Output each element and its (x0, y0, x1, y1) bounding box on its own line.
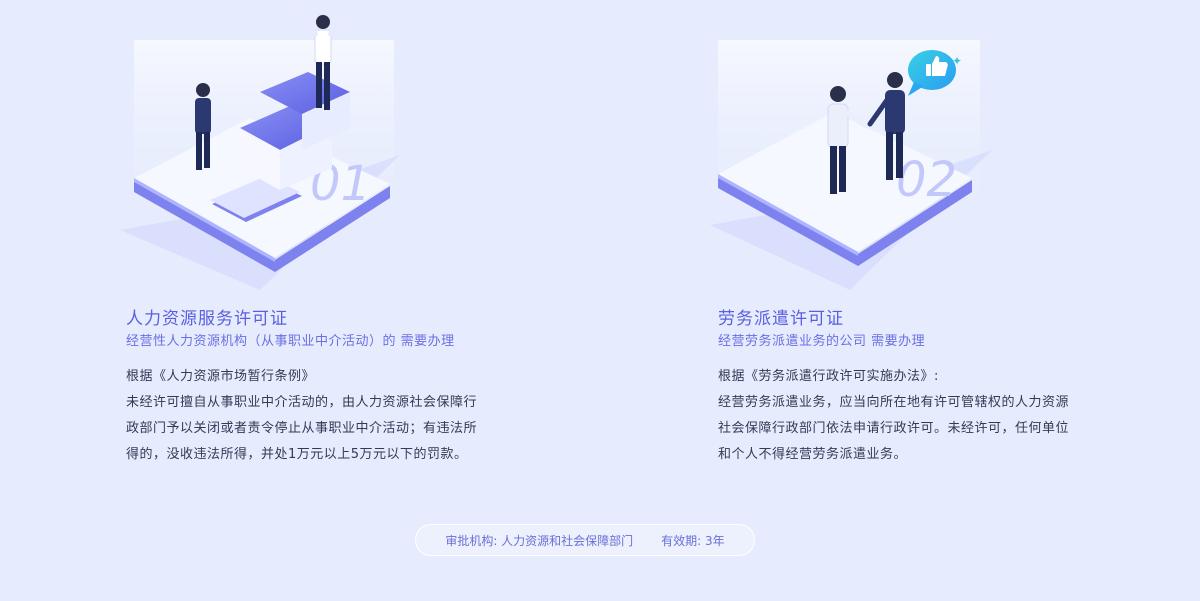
description-line: 经营劳务派遣业务，应当向所在地有许可管辖权的人力资源 (718, 395, 1070, 410)
card-subtitle: 经营劳务派遣业务的公司 需要办理 (718, 334, 926, 349)
person-thinking-icon (195, 83, 211, 170)
card-description: 根据《人力资源市场暂行条例》 未经许可擅自从事职业中介活动的，由人力资源社会保障… (126, 364, 526, 468)
description-line: 得的，没收违法所得，并处1万元以上5万元以下的罚款。 (126, 447, 468, 462)
description-line: 根据《劳务派遣行政许可实施办法》: (718, 369, 939, 384)
license-card-hr-service: 01 人力资源服务许可证 经营性人力资源机构（从事职业中介活动）的 需要办理 根… (100, 0, 620, 480)
svg-text:✦: ✦ (952, 54, 962, 68)
stairs-people-illustration: 01 (120, 8, 400, 290)
description-line: 政部门予以关闭或者责令停止从事职业中介活动；有违法所 (126, 421, 478, 436)
validity-period: 有效期: 3年 (661, 533, 725, 548)
description-line: 未经许可擅自从事职业中介活动的，由人力资源社会保障行 (126, 395, 478, 410)
handshake-illustration: 02 ✦ (710, 40, 992, 290)
card-number: 02 (896, 152, 957, 208)
person-right-icon (867, 72, 905, 180)
license-card-labor-dispatch: 02 ✦ 劳务派遣许可证 经营劳务派遣业务的公司 需要办理 根据《劳务派遣 (690, 0, 1200, 480)
description-line: 根据《人力资源市场暂行条例》 (126, 369, 316, 384)
person-left-icon (827, 86, 869, 194)
approval-authority: 审批机构: 人力资源和社会保障部门 (445, 533, 634, 548)
card-title: 劳务派遣许可证 (718, 309, 844, 329)
approval-info-pill: 审批机构: 人力资源和社会保障部门 有效期: 3年 (415, 524, 755, 556)
description-line: 和个人不得经营劳务派遣业务。 (718, 447, 908, 462)
card-title: 人力资源服务许可证 (126, 309, 288, 329)
description-line: 社会保障行政部门依法申请行政许可。未经许可，任何单位 (718, 421, 1070, 436)
card-description: 根据《劳务派遣行政许可实施办法》: 经营劳务派遣业务，应当向所在地有许可管辖权的… (718, 364, 1118, 468)
person-celebrating-icon (298, 8, 346, 110)
card-subtitle: 经营性人力资源机构（从事职业中介活动）的 需要办理 (126, 334, 455, 349)
thumbs-up-icon: ✦ (908, 50, 962, 96)
